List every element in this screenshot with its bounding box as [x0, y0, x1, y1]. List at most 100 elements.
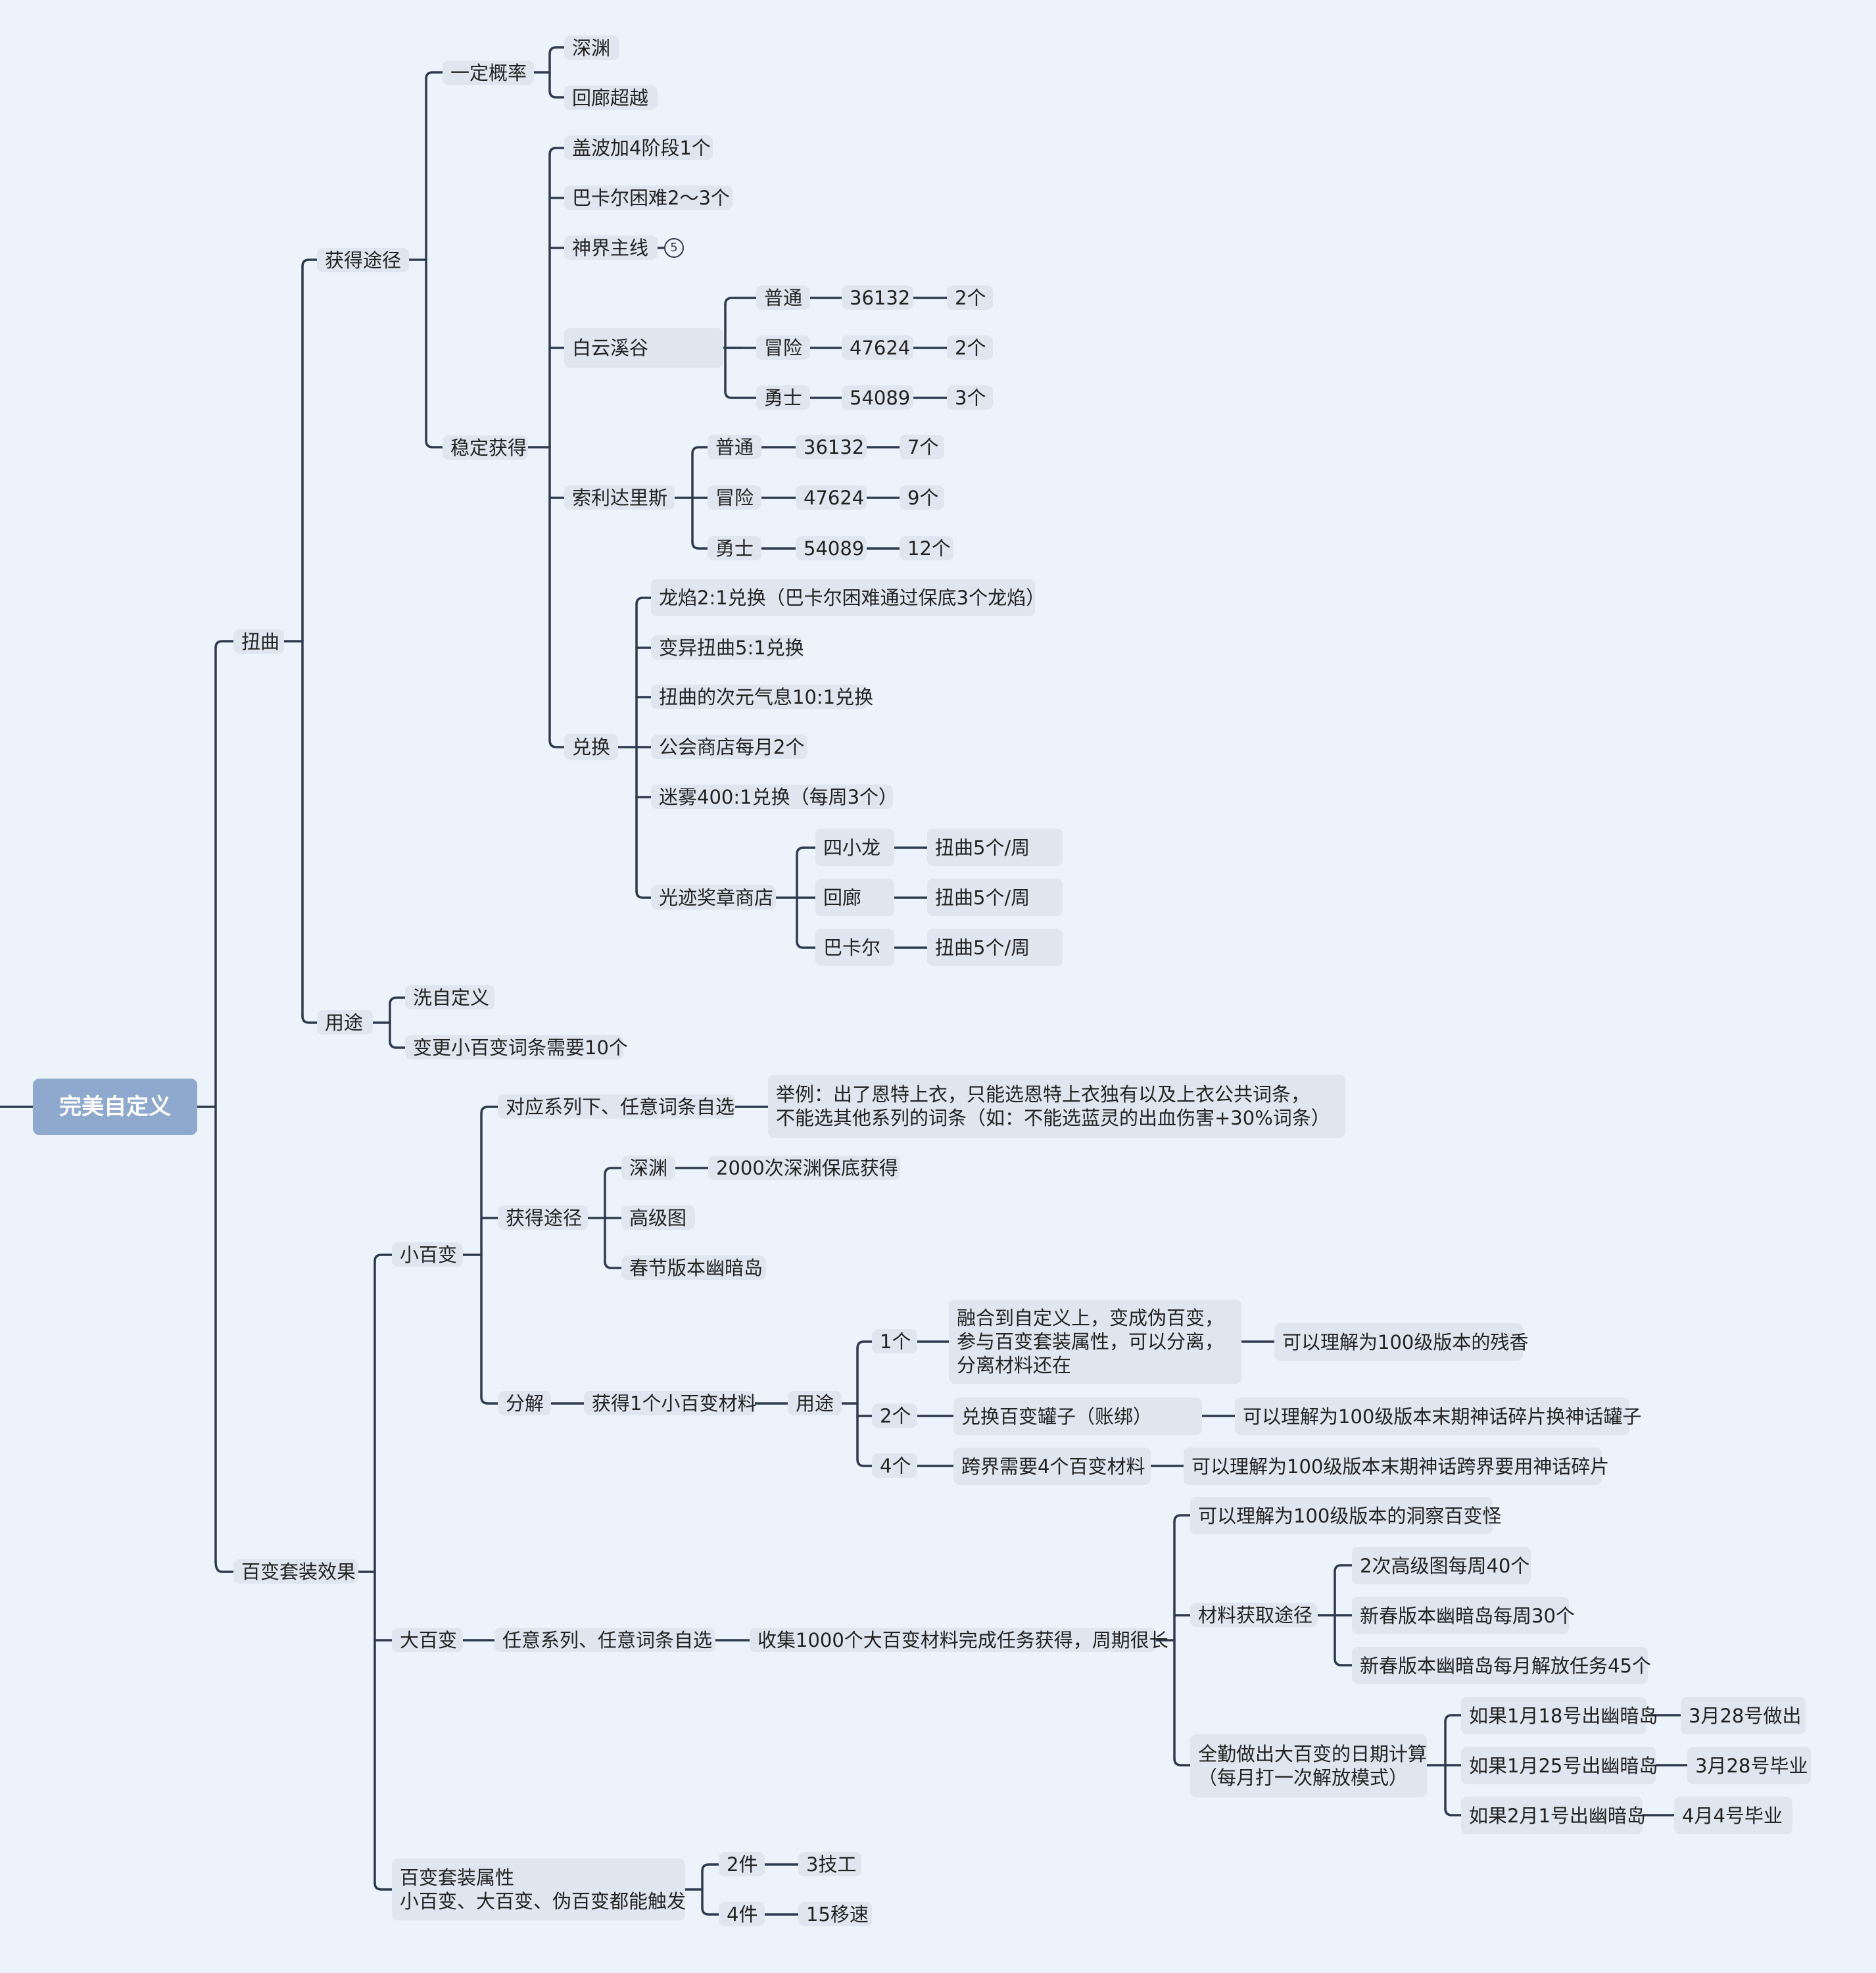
node-suoli-mode[interactable]: 勇士: [708, 536, 761, 560]
node-use-qty[interactable]: 2个: [872, 1403, 917, 1428]
node-baiyun-count[interactable]: 2个: [947, 335, 993, 360]
node-gaibo[interactable]: 盖波加4阶段1个: [564, 135, 713, 160]
node-suoli-score[interactable]: 36132: [796, 435, 867, 459]
node-shenyuan-baodi[interactable]: 2000次深渊保底获得: [708, 1156, 900, 1180]
root-node[interactable]: 完美自定义: [33, 1079, 197, 1135]
node-xi-zidingyi[interactable]: 洗自定义: [405, 985, 494, 1010]
node-duihuan[interactable]: 兑换: [564, 734, 618, 760]
node-biangeng-citiao[interactable]: 变更小百变词条需要10个: [405, 1035, 628, 1060]
node-use-qty[interactable]: 4个: [872, 1453, 917, 1478]
node-use-note[interactable]: 可以理解为100级版本末期神话跨界要用神话碎片: [1184, 1448, 1609, 1485]
node-suoli-count[interactable]: 7个: [900, 435, 944, 459]
node-riqi-cond[interactable]: 如果2月1号出幽暗岛: [1461, 1797, 1646, 1834]
node-guangji-name[interactable]: 四小龙: [815, 829, 894, 866]
node-pieces[interactable]: 2件: [719, 1852, 765, 1876]
node-suoli-count[interactable]: 12个: [900, 536, 953, 560]
node-baiyun-count[interactable]: 3个: [947, 385, 993, 410]
node-gaojitu[interactable]: 高级图: [621, 1206, 695, 1230]
use-desc-line: 兑换百变罐子（账绑）: [961, 1405, 1153, 1428]
node-guangji-name[interactable]: 巴卡尔: [815, 929, 894, 966]
node-riqi-result[interactable]: 3月28号做出: [1681, 1697, 1806, 1734]
node-riqi-cond[interactable]: 如果1月18号出幽暗岛: [1461, 1697, 1658, 1734]
node-yiding[interactable]: 一定概率: [443, 61, 534, 85]
node-suoli[interactable]: 索利达里斯: [564, 485, 675, 510]
node-guangji[interactable]: 光迹奖章商店: [651, 885, 776, 910]
riqi-line: 全勤做出大百变的日期计算: [1198, 1743, 1428, 1765]
node-xiao-shenyuan[interactable]: 深渊: [621, 1156, 675, 1180]
node-use-desc[interactable]: 跨界需要4个百变材料: [953, 1448, 1151, 1485]
node-dongcha[interactable]: 可以理解为100级版本的洞察百变怪: [1190, 1497, 1501, 1534]
riqi-line: （每月打一次解放模式）: [1198, 1766, 1408, 1789]
node-baiyun-mode[interactable]: 普通: [756, 285, 810, 310]
node-suoli-score[interactable]: 47624: [796, 485, 867, 510]
node-duihuan-item[interactable]: 公会商店每月2个: [651, 735, 807, 759]
node-wending[interactable]: 稳定获得: [443, 435, 528, 460]
shuxing-line: 小百变、大百变、伪百变都能触发: [400, 1890, 686, 1912]
node-guangji-value[interactable]: 扭曲5个/周: [927, 929, 1063, 966]
node-duiying[interactable]: 对应系列下、任意词条自选: [498, 1094, 735, 1119]
node-suoli-count[interactable]: 9个: [900, 485, 944, 510]
node-baiyun[interactable]: 白云溪谷: [564, 328, 723, 368]
node-da-baibian[interactable]: 大百变: [392, 1628, 463, 1652]
node-duihuan-item[interactable]: 变异扭曲5:1兑换: [651, 635, 804, 660]
node-renyi[interactable]: 任意系列、任意词条自选: [494, 1628, 715, 1652]
node-shenjie[interactable]: 神界主线: [564, 235, 658, 260]
node-effect[interactable]: 3技工: [798, 1852, 861, 1876]
node-guangji-name[interactable]: 回廊: [815, 879, 894, 916]
node-cailiao[interactable]: 材料获取途径: [1190, 1603, 1318, 1627]
node-use-note[interactable]: 可以理解为100级版本的残香: [1274, 1323, 1528, 1361]
node-baiyun-score[interactable]: 54089: [842, 385, 913, 410]
node-baiyun-count[interactable]: 2个: [947, 285, 993, 310]
use-desc-line: 参与百变套装属性，可以分离，: [957, 1330, 1224, 1353]
node-chunjie[interactable]: 春节版本幽暗岛: [621, 1255, 766, 1280]
node-guangji-value[interactable]: 扭曲5个/周: [927, 829, 1063, 866]
node-riqi-result[interactable]: 3月28号毕业: [1687, 1747, 1811, 1784]
node-use-desc[interactable]: 兑换百变罐子（账绑）: [953, 1398, 1202, 1435]
node-example-note[interactable]: 举例：出了恩特上衣，只能选恩特上衣独有以及上衣公共词条， 不能选其他系列的词条（…: [768, 1075, 1345, 1138]
node-pieces[interactable]: 4件: [719, 1902, 765, 1926]
node-duihuan-item[interactable]: 扭曲的次元气息10:1兑换: [651, 685, 873, 709]
node-effect[interactable]: 15移速: [798, 1902, 872, 1926]
node-use-qty[interactable]: 1个: [872, 1329, 917, 1353]
node-bakaer-hard[interactable]: 巴卡尔困难2～3个: [564, 185, 733, 210]
node-xiao-baibian[interactable]: 小百变: [392, 1242, 463, 1267]
node-riqi[interactable]: 全勤做出大百变的日期计算 （每月打一次解放模式）: [1190, 1734, 1427, 1797]
node-niuqu[interactable]: 扭曲: [233, 629, 284, 654]
node-use-note[interactable]: 可以理解为100级版本末期神话碎片换神话罐子: [1235, 1398, 1641, 1435]
node-baibian[interactable]: 百变套装效果: [233, 1559, 358, 1584]
use-desc-line: 跨界需要4个百变材料: [961, 1455, 1145, 1478]
use-desc-line: 融合到自定义上，变成伪百变，: [957, 1307, 1224, 1329]
collapsed-count-badge[interactable]: 5: [664, 238, 684, 258]
node-duihuan-item[interactable]: 迷雾400:1兑换（每周3个）: [651, 785, 898, 809]
node-baiyun-score[interactable]: 47624: [842, 335, 913, 360]
node-niuqu-yongtu[interactable]: 用途: [317, 1010, 373, 1035]
node-baiyun-mode[interactable]: 冒险: [756, 335, 810, 360]
node-cailiao-item[interactable]: 新春版本幽暗岛每周30个: [1352, 1597, 1575, 1634]
node-duihuan-item[interactable]: 龙焰2:1兑换（巴卡尔困难通过保底3个龙焰）: [651, 579, 1045, 616]
node-collect[interactable]: 收集1000个大百变材料完成任务获得，周期很长: [750, 1628, 1168, 1652]
node-xiao-huode[interactable]: 获得途径: [498, 1206, 588, 1230]
node-suoli-mode[interactable]: 普通: [708, 435, 761, 459]
node-fenjie-yongtu[interactable]: 用途: [788, 1391, 842, 1415]
node-riqi-result[interactable]: 4月4号毕业: [1674, 1797, 1792, 1834]
node-use-desc[interactable]: 融合到自定义上，变成伪百变， 参与百变套装属性，可以分离， 分离材料还在: [949, 1300, 1241, 1384]
node-fenjie[interactable]: 分解: [498, 1391, 551, 1415]
node-niuqu-huode[interactable]: 获得途径: [317, 248, 409, 272]
node-cailiao-item[interactable]: 新春版本幽暗岛每月解放任务45个: [1352, 1647, 1651, 1684]
node-suoli-score[interactable]: 54089: [796, 536, 867, 560]
node-baiyun-score[interactable]: 36132: [842, 285, 913, 310]
use-desc-line: 分离材料还在: [957, 1354, 1072, 1376]
example-line: 举例：出了恩特上衣，只能选恩特上衣独有以及上衣公共词条，: [776, 1083, 1311, 1106]
node-fenjie-material[interactable]: 获得1个小百变材料: [584, 1391, 756, 1415]
node-huilang-chaoyue[interactable]: 回廊超越: [564, 85, 658, 110]
example-line: 不能选其他系列的词条（如：不能选蓝灵的出血伤害+30%词条）: [776, 1107, 1330, 1129]
node-cailiao-item[interactable]: 2次高级图每周40个: [1352, 1547, 1531, 1584]
node-shenyuan[interactable]: 深渊: [564, 36, 619, 60]
shuxing-line: 百变套装属性: [400, 1866, 515, 1889]
node-riqi-cond[interactable]: 如果1月25号出幽暗岛: [1461, 1747, 1658, 1784]
node-shuxing[interactable]: 百变套装属性 小百变、大百变、伪百变都能触发: [392, 1859, 686, 1920]
node-guangji-value[interactable]: 扭曲5个/周: [927, 879, 1063, 916]
node-suoli-mode[interactable]: 冒险: [708, 485, 761, 510]
node-baiyun-mode[interactable]: 勇士: [756, 385, 810, 410]
